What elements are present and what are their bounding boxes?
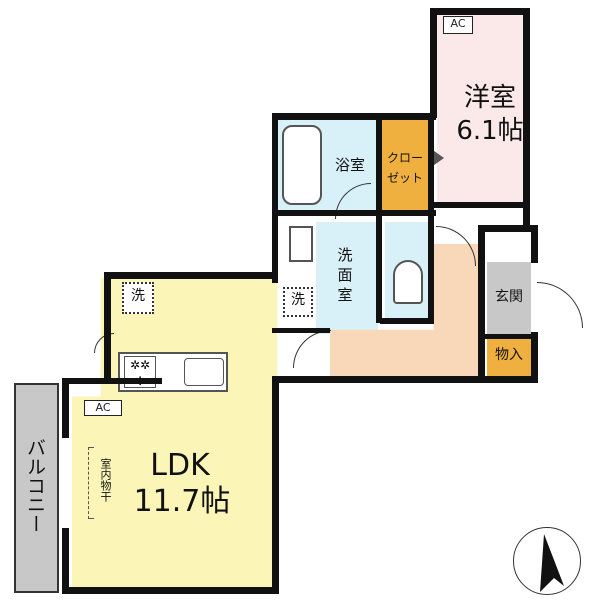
wall bbox=[272, 113, 436, 120]
indoor-drying-label: 室内物干 bbox=[99, 458, 112, 502]
wall bbox=[104, 272, 278, 279]
washer-label: 洗 bbox=[291, 292, 305, 308]
wall bbox=[62, 587, 279, 594]
wall bbox=[272, 210, 436, 216]
wall bbox=[531, 225, 538, 263]
wall bbox=[428, 113, 434, 323]
wall bbox=[62, 378, 69, 438]
kitchen-sink-icon bbox=[184, 358, 224, 386]
wall bbox=[272, 376, 538, 383]
closet bbox=[382, 120, 428, 210]
wall bbox=[376, 113, 382, 323]
western-room bbox=[437, 14, 523, 202]
ldk-size: 11.7帖 bbox=[133, 484, 231, 519]
wall bbox=[62, 378, 162, 384]
wall bbox=[62, 528, 69, 594]
wall bbox=[478, 334, 538, 339]
storage bbox=[487, 338, 531, 376]
entrance bbox=[487, 262, 531, 338]
toilet-door[interactable] bbox=[436, 226, 476, 266]
sink-vanity bbox=[289, 226, 313, 262]
wall bbox=[430, 8, 530, 15]
balcony bbox=[14, 383, 59, 593]
washer-pan bbox=[283, 287, 313, 317]
western-room-name: 洋室 bbox=[463, 83, 516, 113]
washroom-door[interactable] bbox=[293, 330, 331, 368]
wall bbox=[531, 332, 538, 382]
wall bbox=[430, 202, 530, 208]
compass-icon bbox=[513, 527, 581, 595]
toilet-icon bbox=[393, 260, 423, 304]
wall bbox=[272, 376, 279, 594]
ldk-washer-pan bbox=[122, 282, 154, 314]
ac-label-western: AC bbox=[443, 16, 473, 34]
ldk bbox=[72, 278, 277, 590]
entrance-name: 玄関 bbox=[495, 289, 523, 305]
washroom-name: 洗 面 室 bbox=[337, 246, 353, 304]
wall bbox=[523, 8, 530, 230]
wall bbox=[478, 225, 538, 232]
ldk-washer-label: 洗 bbox=[131, 288, 145, 304]
washroom bbox=[316, 222, 378, 334]
north-arrow-icon bbox=[540, 534, 564, 592]
wall bbox=[272, 113, 278, 283]
front-door[interactable] bbox=[537, 282, 583, 328]
bathtub-icon bbox=[282, 125, 322, 205]
western-room-size: 6.1帖 bbox=[456, 116, 524, 146]
ac-label-ldk: AC bbox=[84, 400, 122, 416]
storage-name: 物入 bbox=[495, 347, 523, 363]
ldk-name: LDK bbox=[150, 448, 210, 483]
closet-name: クロー ゼット bbox=[386, 151, 423, 185]
wall bbox=[104, 272, 111, 380]
wall bbox=[380, 318, 434, 324]
wall bbox=[430, 8, 437, 118]
balcony-name: バルコニー bbox=[24, 438, 46, 533]
bathroom-name: 浴室 bbox=[334, 156, 365, 174]
wall bbox=[478, 225, 485, 383]
indoor-drying-bracket bbox=[88, 447, 94, 519]
wall bbox=[272, 328, 330, 333]
